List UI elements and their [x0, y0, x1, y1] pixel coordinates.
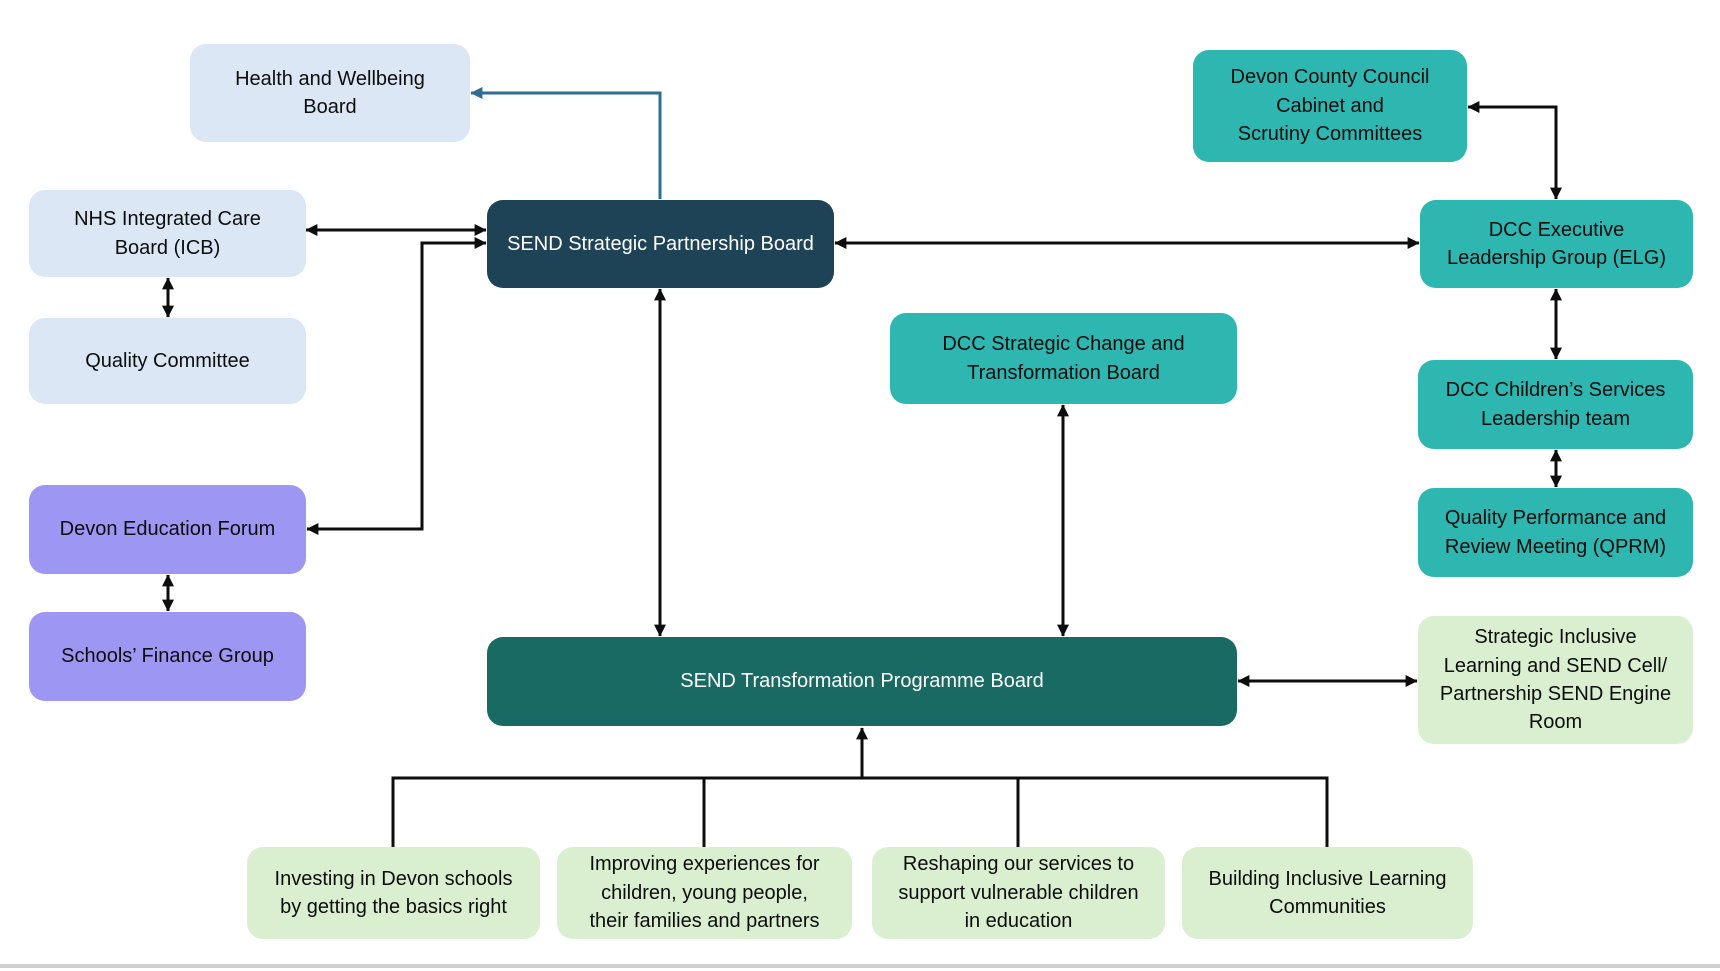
node-strategic-inclusive-send-cell: Strategic Inclusive Learning and SEND Ce… [1418, 616, 1693, 744]
node-priority-reshaping-services: Reshaping our services to support vulner… [872, 847, 1165, 939]
node-devon-education-forum: Devon Education Forum [29, 485, 306, 574]
node-label: Building Inclusive Learning Communities [1208, 867, 1447, 918]
node-priority-inclusive-learning-communities: Building Inclusive Learning Communities [1182, 847, 1473, 939]
node-label: Reshaping our services to support vulner… [898, 853, 1139, 933]
node-label: Health and Wellbeing Board [235, 67, 425, 118]
node-label: DCC Executive Leadership Group (ELG) [1446, 218, 1666, 269]
node-label: DCC Strategic Change and Transformation … [942, 333, 1185, 384]
node-send-transformation-programme-board: SEND Transformation Programme Board [487, 637, 1237, 726]
connector-cabinet-elg [1467, 101, 1562, 200]
node-label: Quality Committee [85, 349, 250, 372]
node-nhs-icb: NHS Integrated Care Board (ICB) [29, 190, 306, 277]
node-label: Quality Performance and Review Meeting (… [1444, 507, 1667, 558]
node-label: NHS Integrated Care Board (ICB) [74, 208, 261, 259]
node-label: SEND Strategic Partnership Board [507, 232, 814, 255]
node-dcc-childrens-services-leadership: DCC Children’s Services Leadership team [1418, 360, 1693, 449]
node-label: Investing in Devon schools by getting th… [274, 867, 513, 918]
node-label: Strategic Inclusive Learning and SEND Ce… [1439, 626, 1672, 734]
connector-priority-trunk [391, 776, 1329, 848]
node-label: SEND Transformation Programme Board [680, 670, 1044, 693]
node-label: DCC Children’s Services Leadership team [1445, 379, 1666, 430]
node-send-strategic-partnership-board: SEND Strategic Partnership Board [487, 200, 834, 288]
node-health-wellbeing-board: Health and Wellbeing Board [190, 44, 470, 142]
node-label: Improving experiences for children, youn… [589, 853, 820, 933]
node-dcc-elg: DCC Executive Leadership Group (ELG) [1420, 200, 1693, 288]
node-label: Devon County Council Cabinet and Scrutin… [1230, 66, 1430, 146]
node-priority-improving-experiences: Improving experiences for children, youn… [557, 847, 852, 939]
node-quality-committee: Quality Committee [29, 318, 306, 404]
node-schools-finance-group: Schools’ Finance Group [29, 612, 306, 701]
node-label: Devon Education Forum [59, 518, 276, 541]
node-dcc-cabinet-scrutiny: Devon County Council Cabinet and Scrutin… [1193, 50, 1467, 162]
connector-strategic-to-healthwellbeing [470, 87, 662, 199]
node-label: Schools’ Finance Group [61, 645, 274, 668]
connector-strategic-educationforum [306, 237, 487, 535]
node-priority-investing-in-schools: Investing in Devon schools by getting th… [247, 847, 540, 939]
node-qprm: Quality Performance and Review Meeting (… [1418, 488, 1693, 577]
node-dcc-strategic-change-board: DCC Strategic Change and Transformation … [890, 313, 1237, 404]
